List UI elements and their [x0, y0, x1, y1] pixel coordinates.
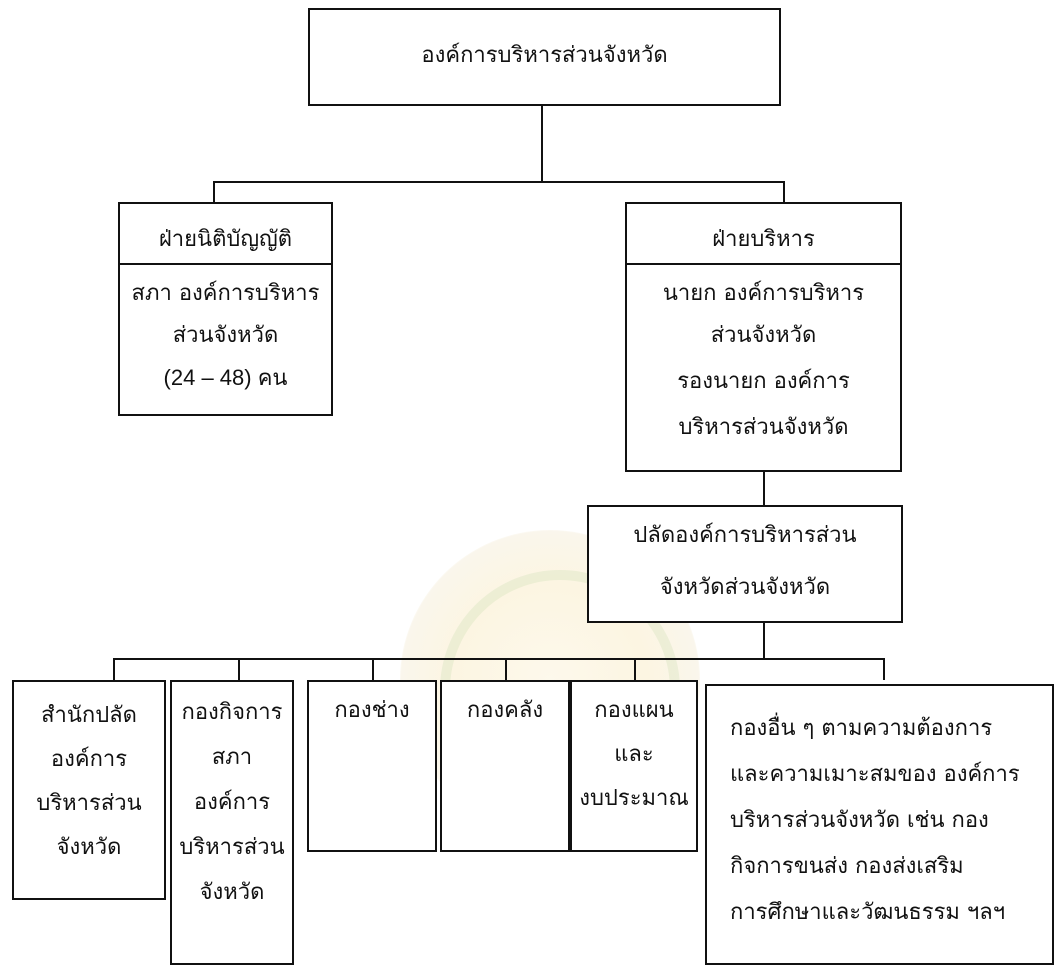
top-org-box	[308, 8, 781, 106]
executive-line-3: รองนายก องค์การ	[677, 369, 850, 394]
secretary-box	[587, 505, 903, 623]
department-6-line-5: การศึกษาและวัฒนธรรม ฯลฯ	[730, 900, 1006, 925]
department-1-line-3: บริหารส่วน	[36, 791, 142, 816]
executive-line-2: ส่วนจังหวัด	[710, 323, 817, 348]
legislative-line-1: สภา องค์การบริหาร	[131, 281, 320, 306]
department-3-line-1: กองช่าง	[334, 698, 410, 723]
connector-left-branch	[213, 181, 215, 203]
connector-branches-horizontal	[213, 181, 784, 183]
legislative-line-2: ส่วนจังหวัด	[172, 323, 279, 348]
secretary-line-1: ปลัดองค์การบริหารส่วน	[633, 523, 857, 548]
executive-box	[625, 202, 902, 472]
department-2-line-2: สภา	[211, 745, 253, 770]
department-4-line-1: กองคลัง	[466, 698, 544, 723]
connector-dept-1	[113, 658, 115, 680]
legislative-box	[118, 202, 333, 416]
connector-dept-2	[238, 658, 240, 680]
department-2-line-4: บริหารส่วน	[179, 835, 285, 860]
executive-title-divider	[625, 263, 902, 265]
top-org-label: องค์การบริหารส่วนจังหวัด	[421, 43, 668, 68]
connector-dept-4	[505, 658, 507, 680]
connector-dept-3	[372, 658, 374, 680]
department-5-line-2: และ	[614, 742, 654, 767]
department-box-finance	[440, 680, 570, 852]
legislative-line-3: (24 – 48) คน	[163, 365, 288, 390]
department-1-line-4: จังหวัด	[56, 835, 122, 860]
connector-departments-horizontal	[113, 658, 885, 660]
department-2-line-5: จังหวัด	[199, 880, 265, 905]
department-box-other	[705, 684, 1054, 965]
department-6-line-3: บริหารส่วนจังหวัด เช่น กอง	[730, 808, 989, 833]
connector-dept-5	[634, 658, 636, 680]
executive-line-1: นายก องค์การบริหาร	[662, 281, 865, 306]
department-5-line-3: งบประมาณ	[579, 786, 689, 811]
department-1-line-2: องค์การ	[50, 747, 128, 772]
department-1-line-1: สำนักปลัด	[41, 703, 137, 728]
secretary-line-2: จังหวัดส่วนจังหวัด	[659, 575, 831, 600]
legislative-title-divider	[118, 263, 333, 265]
legislative-title: ฝ่ายนิติบัญญัติ	[158, 227, 293, 252]
executive-line-4: บริหารส่วนจังหวัด	[678, 415, 849, 440]
department-6-line-1: กองอื่น ๆ ตามความต้องการ	[730, 716, 993, 741]
department-2-line-3: องค์การ	[193, 790, 271, 815]
executive-title: ฝ่ายบริหาร	[712, 227, 815, 252]
department-6-line-2: และความเมาะสมของ องค์การ	[730, 762, 1020, 787]
connector-exec-secretary	[763, 472, 765, 506]
department-2-line-1: กองกิจการ	[181, 700, 283, 725]
connector-right-branch	[783, 181, 785, 203]
department-box-engineering	[307, 680, 437, 852]
department-6-line-4: กิจการขนส่ง กองส่งเสริม	[730, 854, 964, 879]
department-box-planning-budget	[570, 680, 698, 852]
connector-secretary-down	[763, 623, 765, 659]
department-5-line-1: กองแผน	[594, 698, 674, 723]
department-box-office	[12, 680, 166, 900]
department-box-council-affairs	[170, 680, 294, 965]
connector-dept-6	[883, 658, 885, 680]
connector-top-down	[541, 106, 543, 182]
